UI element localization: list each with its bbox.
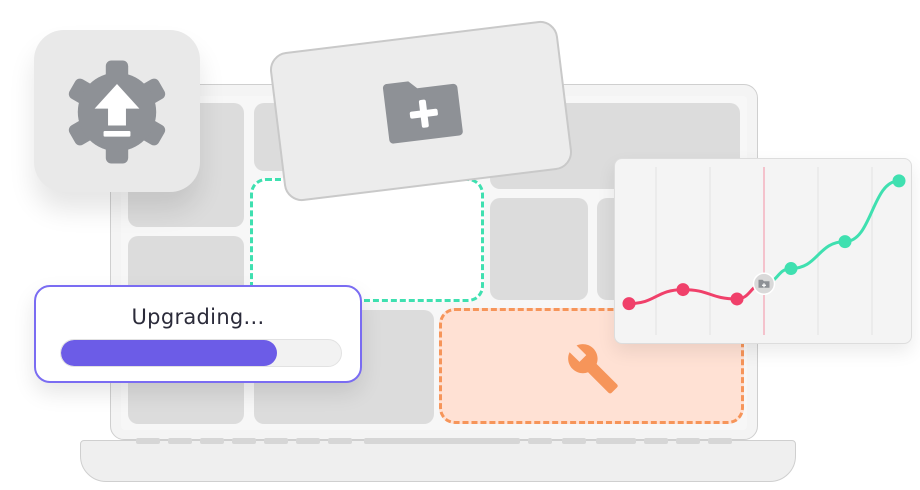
keyboard-key bbox=[562, 438, 586, 444]
chart-point bbox=[622, 297, 636, 311]
keyboard-key bbox=[136, 438, 160, 444]
keyboard-key bbox=[328, 438, 352, 444]
keyboard-key bbox=[168, 438, 192, 444]
progress-label: Upgrading... bbox=[131, 305, 265, 329]
chart-point bbox=[676, 283, 690, 297]
keyboard-key bbox=[364, 438, 520, 444]
chart-card bbox=[614, 158, 912, 344]
keyboard-key bbox=[264, 438, 288, 444]
wrench-icon bbox=[568, 344, 618, 394]
keyboard-key bbox=[676, 438, 700, 444]
progress-fill bbox=[61, 340, 277, 366]
chart-point bbox=[892, 174, 906, 188]
keyboard-key bbox=[296, 438, 320, 444]
chart-series-line bbox=[762, 179, 901, 286]
folder-add-icon bbox=[382, 81, 463, 144]
chart-point bbox=[838, 235, 852, 249]
chart-series-line bbox=[627, 282, 766, 306]
chart-point bbox=[730, 292, 744, 306]
progress-track bbox=[60, 339, 342, 367]
laptop-base bbox=[80, 440, 796, 482]
keyboard-key bbox=[200, 438, 224, 444]
keyboard-key bbox=[708, 438, 732, 444]
line-chart bbox=[622, 167, 906, 335]
chart-point bbox=[784, 262, 798, 276]
folder-marker-plus bbox=[762, 283, 766, 288]
settings-update-card bbox=[34, 30, 200, 192]
keyboard-key bbox=[596, 438, 636, 444]
upgrade-progress-card: Upgrading... bbox=[34, 285, 362, 383]
screen-tile bbox=[490, 198, 588, 300]
keyboard-key bbox=[644, 438, 668, 444]
add-folder-card bbox=[267, 18, 575, 204]
keyboard-key bbox=[232, 438, 256, 444]
keyboard-key bbox=[528, 438, 552, 444]
drop-zone-green bbox=[250, 178, 484, 302]
gear-upload-icon bbox=[68, 60, 166, 164]
